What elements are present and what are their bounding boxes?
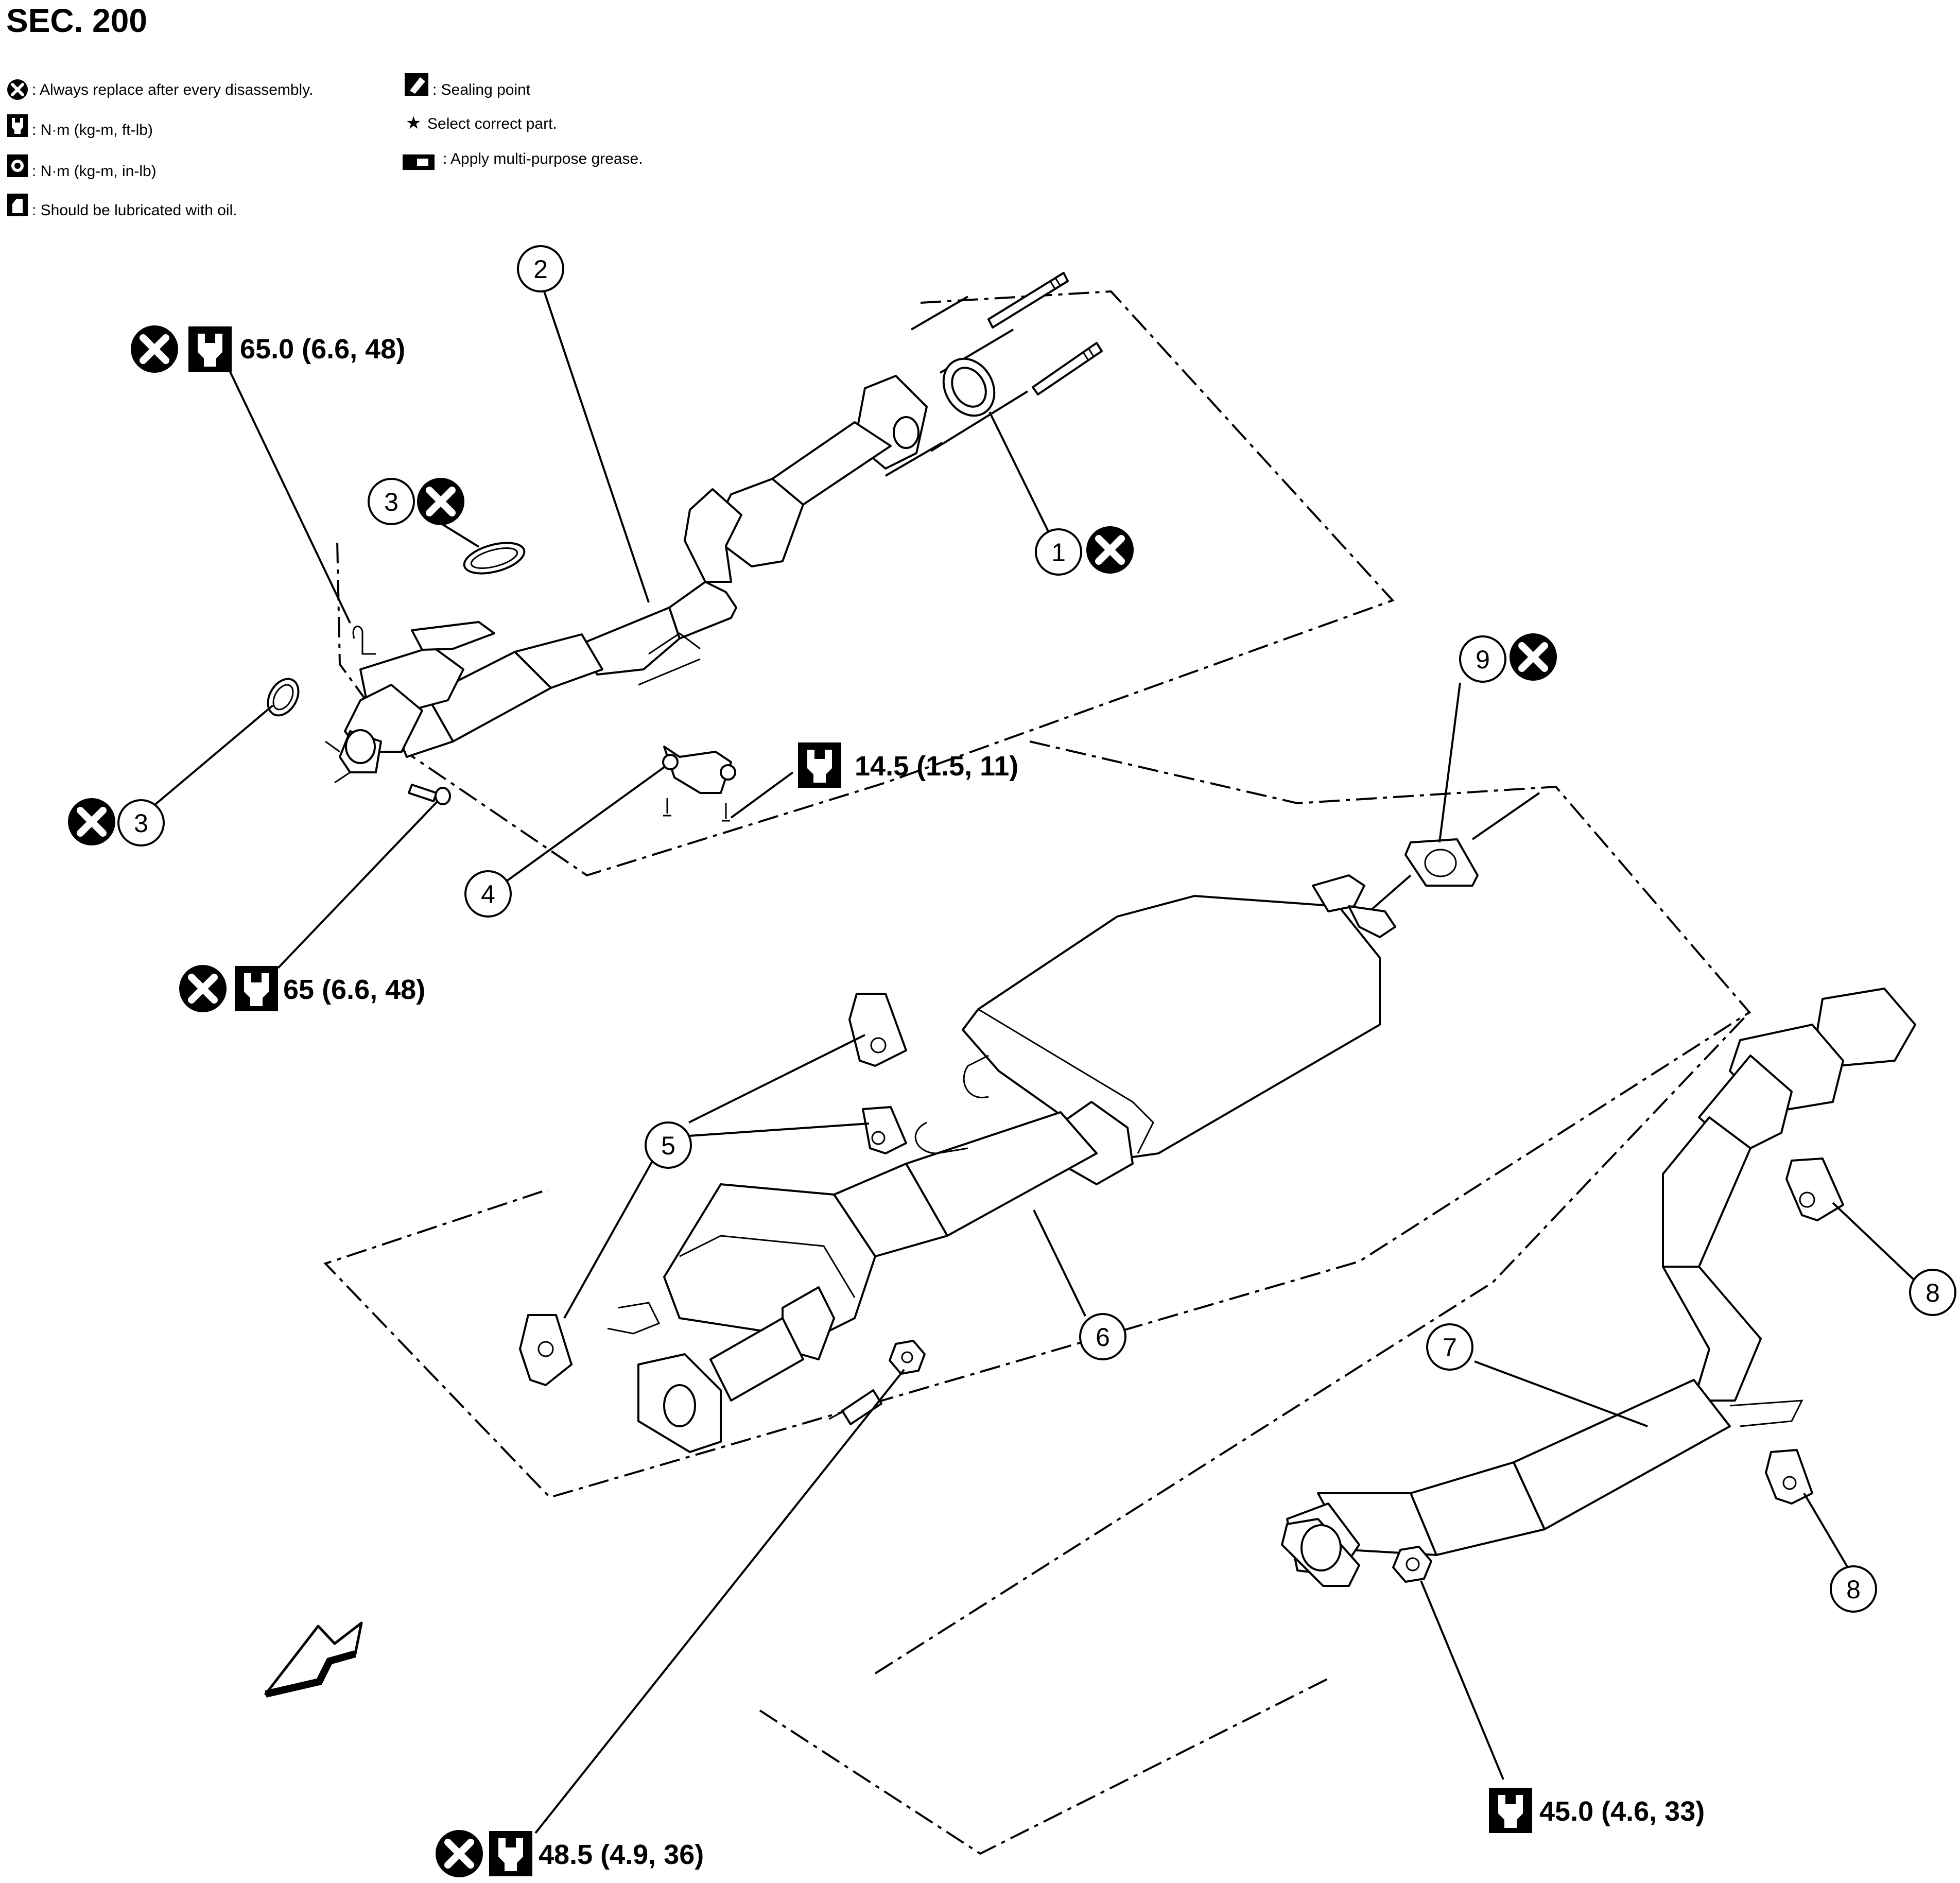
center-muffler bbox=[607, 874, 1396, 1453]
mount-rubber-middle bbox=[862, 1106, 907, 1154]
section-title: SEC. 200 bbox=[6, 2, 147, 39]
svg-text:2: 2 bbox=[533, 255, 548, 284]
svg-text:9: 9 bbox=[1476, 645, 1490, 674]
leader-7 bbox=[1474, 1360, 1648, 1427]
torque-callout-48-5: 48.5 (4.9, 36) bbox=[436, 1830, 704, 1877]
rear-mount-rubber-lower bbox=[1765, 1449, 1813, 1505]
svg-text:5: 5 bbox=[661, 1131, 675, 1160]
legend-select-text: Select correct part. bbox=[427, 115, 557, 132]
callout-1: 1 bbox=[1035, 526, 1134, 575]
front-arrow-icon bbox=[264, 1621, 363, 1698]
svg-text:6: 6 bbox=[1096, 1323, 1110, 1352]
callout-8-lower: 8 bbox=[1830, 1565, 1877, 1613]
rear-flange-nut bbox=[1392, 1546, 1432, 1583]
torque-callout-45-0: 45.0 (4.6, 33) bbox=[1489, 1788, 1705, 1833]
sealing-point-icon bbox=[405, 73, 428, 96]
torque-wrench-icon bbox=[7, 114, 28, 137]
star-icon: ★ bbox=[406, 113, 421, 133]
svg-text:★: ★ bbox=[406, 113, 421, 133]
rear-section-boundary bbox=[759, 1011, 1750, 1855]
front-section-boundary bbox=[336, 290, 1395, 877]
svg-text:8: 8 bbox=[1846, 1575, 1861, 1604]
gasket-upper bbox=[463, 542, 526, 575]
leader-torque-45-0 bbox=[1420, 1580, 1504, 1780]
svg-text:8: 8 bbox=[1926, 1279, 1940, 1307]
center-flange-nut bbox=[889, 1340, 926, 1375]
legend-lubricate-text: : Should be lubricated with oil. bbox=[32, 202, 237, 219]
callout-3-lower: 3 bbox=[68, 798, 165, 845]
leader-torque-65 bbox=[277, 800, 439, 969]
leader-5-b bbox=[688, 1122, 870, 1137]
front-exhaust-tube bbox=[325, 375, 928, 784]
callout-8-upper: 8 bbox=[1909, 1269, 1956, 1316]
replace-x-icon bbox=[7, 79, 28, 100]
leader-torque-48-5 bbox=[534, 1369, 905, 1834]
torque-value: 65.0 (6.6, 48) bbox=[240, 334, 405, 365]
torque-wrench-filled-icon bbox=[7, 154, 28, 177]
center-flange-bolt bbox=[828, 1389, 882, 1425]
leader-1 bbox=[988, 411, 1051, 536]
svg-text:3: 3 bbox=[384, 488, 398, 516]
svg-text:7: 7 bbox=[1443, 1333, 1457, 1362]
grease-icon bbox=[403, 154, 435, 170]
front-tube-bolt bbox=[408, 784, 451, 805]
torque-value: 14.5 (1.5, 11) bbox=[855, 751, 1018, 782]
callout-7: 7 bbox=[1426, 1323, 1473, 1371]
legend-torque-ftlb-text: : N·m (kg-m, ft-lb) bbox=[32, 122, 153, 139]
mount-rubber-lower bbox=[519, 1314, 573, 1386]
torque-value: 48.5 (4.9, 36) bbox=[539, 1839, 704, 1870]
leader-4 bbox=[504, 766, 665, 884]
callout-9: 9 bbox=[1459, 633, 1557, 682]
leader-3-lower bbox=[148, 704, 274, 810]
callout-5: 5 bbox=[645, 1121, 692, 1169]
gasket-lower bbox=[267, 678, 300, 717]
legend-grease-text: : Apply multi-purpose grease. bbox=[443, 150, 643, 167]
leader-2 bbox=[542, 288, 650, 603]
rear-muffler bbox=[1281, 988, 1916, 1587]
legend: : Always replace after every disassembly… bbox=[7, 73, 643, 219]
callout-2: 2 bbox=[517, 245, 564, 292]
front-tube-gasket bbox=[942, 357, 996, 417]
torque-callout-65-0: 65.0 (6.6, 48) bbox=[131, 325, 405, 373]
legend-torque-inlb-text: : N·m (kg-m, in-lb) bbox=[32, 163, 157, 180]
leader-8-lower bbox=[1803, 1492, 1849, 1569]
leader-torque-65-0 bbox=[229, 370, 351, 624]
leader-5-c bbox=[563, 1158, 655, 1319]
svg-text:4: 4 bbox=[481, 880, 495, 909]
legend-replace-text: : Always replace after every disassembly… bbox=[32, 81, 313, 98]
rear-mount-rubber-upper bbox=[1785, 1158, 1844, 1221]
heat-insulator-bracket bbox=[662, 746, 736, 822]
torque-value: 65 (6.6, 48) bbox=[283, 974, 425, 1005]
svg-text:3: 3 bbox=[134, 809, 148, 838]
mount-rubber-upper bbox=[848, 993, 907, 1067]
svg-text:1: 1 bbox=[1051, 538, 1066, 567]
torque-callout-65: 65 (6.6, 48) bbox=[179, 965, 425, 1012]
torque-value: 45.0 (4.6, 33) bbox=[1539, 1796, 1705, 1827]
legend-sealing-text: : Sealing point bbox=[432, 81, 531, 98]
leader-8-upper bbox=[1832, 1202, 1914, 1280]
center-inlet-gasket bbox=[1368, 792, 1540, 912]
callout-6: 6 bbox=[1079, 1313, 1126, 1360]
leader-5-a bbox=[688, 1034, 865, 1124]
callout-4: 4 bbox=[464, 870, 512, 918]
leader-torque-14-5 bbox=[730, 771, 794, 819]
oil-can-icon bbox=[7, 194, 28, 216]
leader-6 bbox=[1033, 1210, 1086, 1317]
torque-callout-14-5: 14.5 (1.5, 11) bbox=[798, 742, 1018, 788]
callout-3-upper: 3 bbox=[368, 478, 464, 525]
leader-9 bbox=[1438, 682, 1461, 843]
